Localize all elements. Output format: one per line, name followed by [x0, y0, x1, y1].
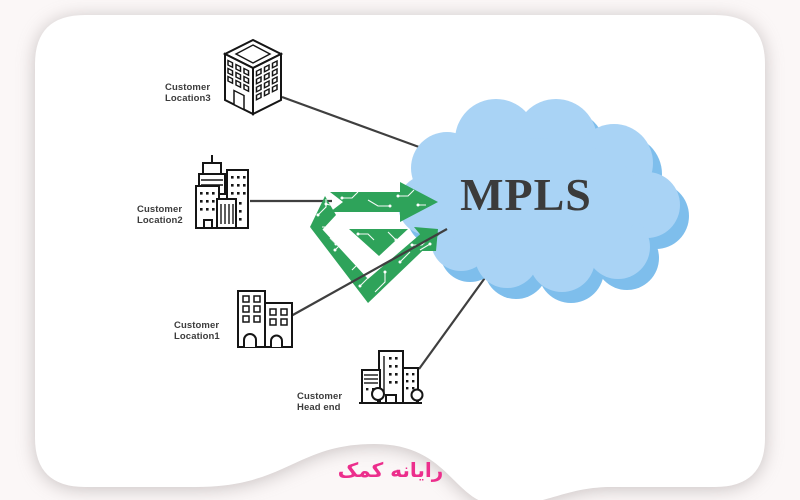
label-line: Customer: [297, 391, 343, 402]
building-head-end-icon: [359, 350, 424, 404]
label-line: Customer: [174, 320, 220, 331]
building-location1-icon: [237, 290, 293, 348]
connection-lines: [250, 95, 488, 370]
line-location1-to-cloud: [290, 228, 448, 317]
mpls-cloud-label: MPLS: [460, 169, 592, 220]
circuit-g-logo-icon: [310, 182, 441, 303]
rayane-komak-wordmark: رایانه کمک: [337, 458, 444, 482]
label-line: Location1: [174, 331, 220, 343]
line-location3-to-cloud: [281, 95, 420, 149]
label-line: Location2: [137, 215, 183, 227]
label-line: Location3: [165, 93, 211, 105]
label-line: Head end: [297, 402, 341, 414]
label-line: Customer: [137, 204, 183, 215]
label-customer-location1: Customer Location1: [174, 320, 220, 343]
label-customer-location2: Customer Location2: [137, 204, 183, 227]
label-customer-head-end: Customer Head end: [297, 391, 342, 414]
label-line: Customer: [165, 82, 211, 93]
label-customer-location3: Customer Location3: [165, 82, 211, 105]
logo-arrow-icon: [330, 182, 438, 222]
building-location3-icon: [222, 38, 284, 116]
line-headend-to-cloud: [418, 274, 488, 370]
building-location2-icon: [195, 155, 249, 229]
